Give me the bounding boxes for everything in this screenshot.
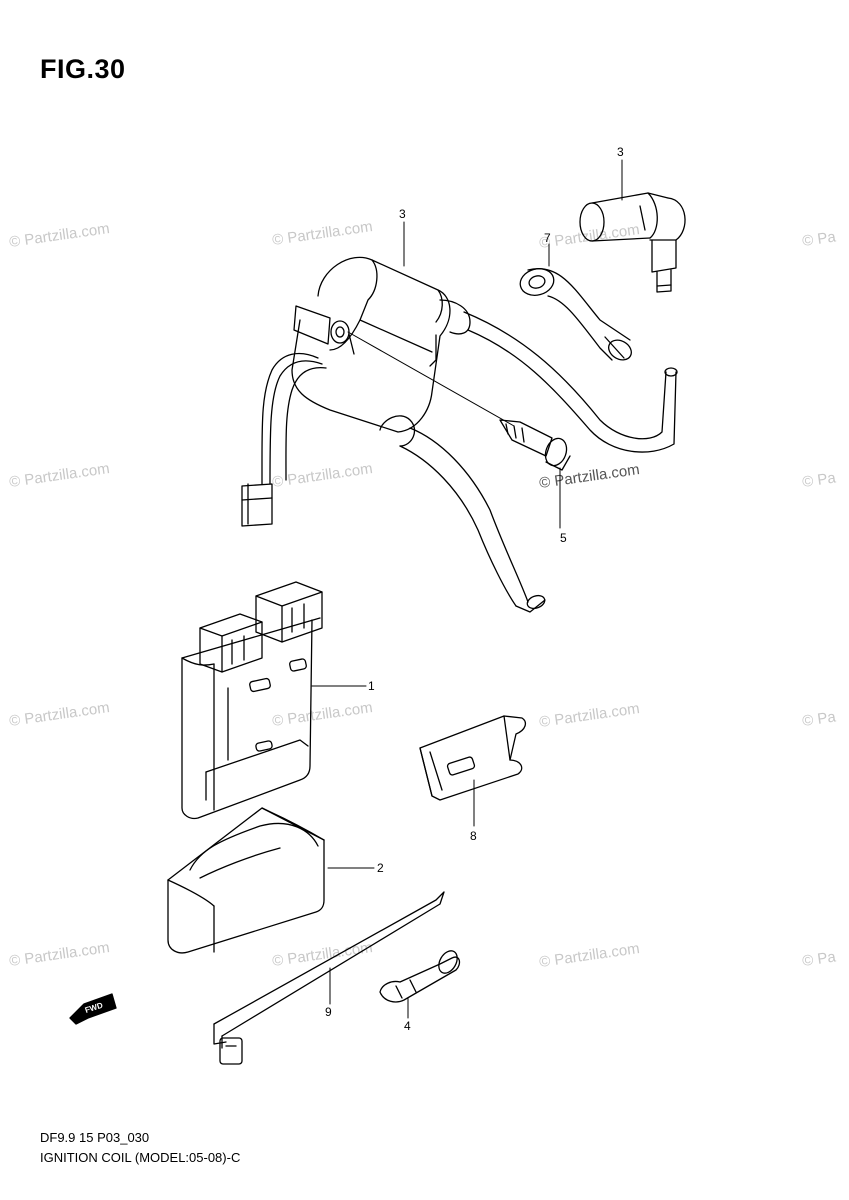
callout-number[interactable]: 1 <box>368 679 375 693</box>
watermark-text: © Partzilla.com <box>8 939 110 970</box>
callout-leaders <box>311 159 623 1019</box>
rubber-sleeve[interactable] <box>517 265 635 364</box>
diagram-footer: DF9.9 15 P03_030 IGNITION COIL (MODEL:05… <box>40 1128 240 1168</box>
watermark-text: © Partzilla.com <box>271 218 373 249</box>
watermark-text: © Partzilla.com <box>271 699 373 730</box>
callout-number[interactable]: 7 <box>544 231 551 245</box>
watermark-text: © Partzilla.com <box>8 460 110 491</box>
watermark-text: © Pa <box>801 228 837 250</box>
watermark-text: © Partzilla.com <box>538 700 640 731</box>
fwd-arrow-icon: FWD <box>69 993 117 1025</box>
callout-number[interactable]: 3 <box>617 145 624 159</box>
callout-number[interactable]: 9 <box>325 1005 332 1019</box>
coil-bolt[interactable] <box>347 331 571 471</box>
watermark-text: © Partzilla.com <box>8 699 110 730</box>
watermark-text: © Pa <box>801 708 837 730</box>
watermark-text: © Partzilla.com <box>8 220 110 251</box>
cdi-rubber-cushion[interactable] <box>167 807 325 954</box>
retaining-clip[interactable] <box>379 948 461 1003</box>
figure-title: FIG.30 <box>40 54 126 84</box>
callout-number[interactable]: 8 <box>470 829 477 843</box>
watermark-text: © Pa <box>801 469 837 491</box>
watermark-text: © Partzilla.com <box>538 940 640 971</box>
callout-number[interactable]: 2 <box>377 861 384 875</box>
callout-number[interactable]: 3 <box>399 207 406 221</box>
watermark-text: © Pa <box>801 948 837 970</box>
cable-tie[interactable] <box>213 891 445 1065</box>
watermarks: © Partzilla.com © Partzilla.com © Partzi… <box>8 218 837 971</box>
cdi-unit[interactable] <box>181 581 323 820</box>
diagram-code: DF9.9 15 P03_030 <box>40 1130 150 1145</box>
diagram-caption: IGNITION COIL (MODEL:05-08)-C <box>40 1150 241 1165</box>
callout-numbers: 3 3 7 5 1 8 2 9 4 <box>325 145 624 1033</box>
callout-number[interactable]: 4 <box>404 1019 411 1033</box>
callout-number[interactable]: 5 <box>560 531 567 545</box>
watermark-text: © Partzilla.com <box>538 221 640 252</box>
mounting-bracket[interactable] <box>419 715 527 801</box>
ignition-coil[interactable] <box>241 256 678 613</box>
spark-plug-cap[interactable] <box>579 192 686 293</box>
